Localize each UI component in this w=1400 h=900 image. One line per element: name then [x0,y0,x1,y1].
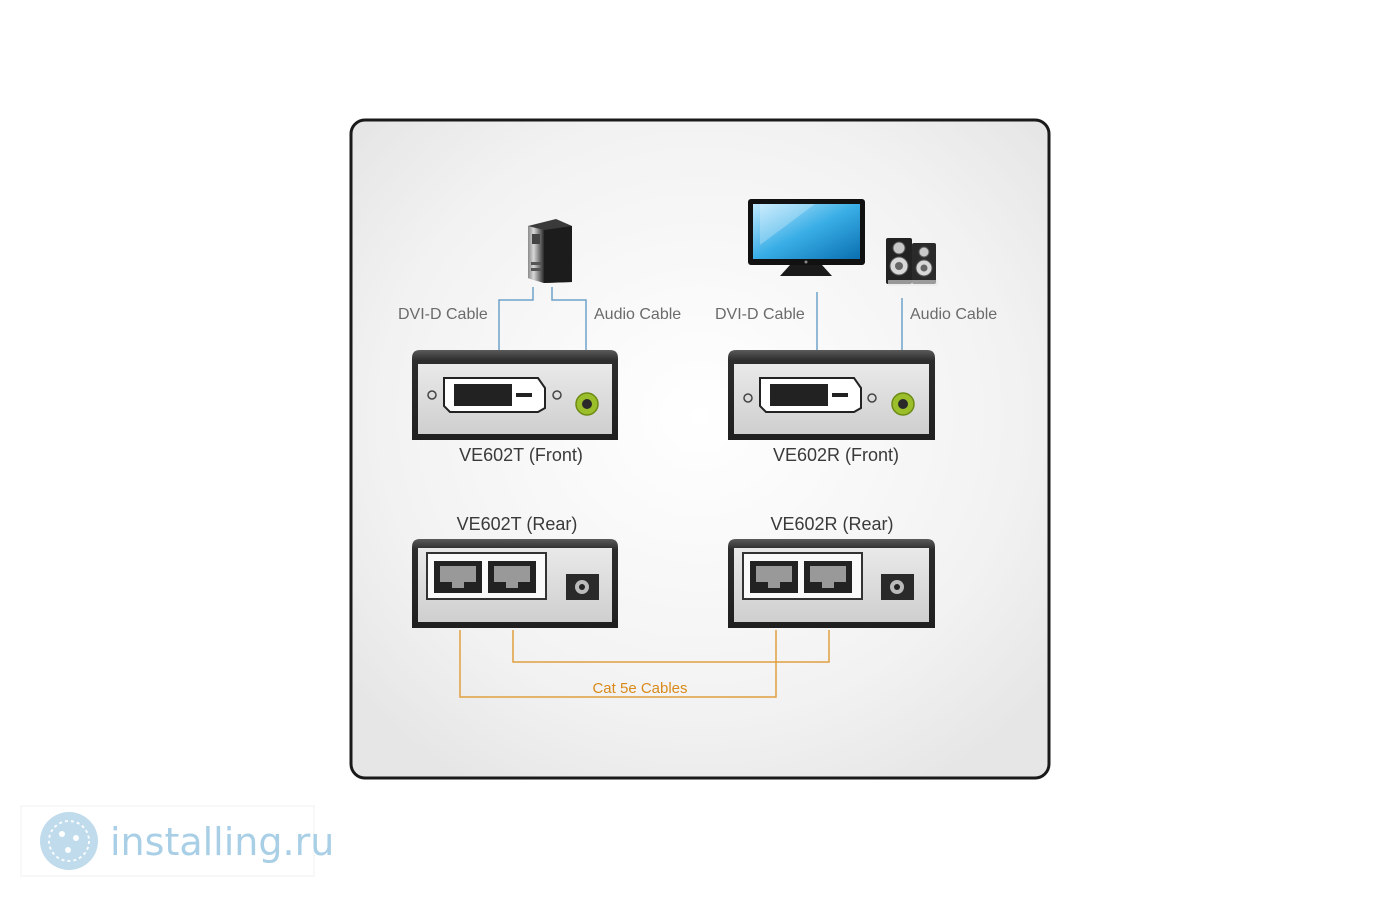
desktop-tower-icon [528,219,572,283]
dvi-port-icon [427,377,562,413]
rj45-port-icon [750,561,798,593]
rx-dvi-cable-label: DVI-D Cable [715,306,805,323]
rx-front-label: VE602R (Front) [773,445,899,465]
tx-audio-cable-label: Audio Cable [594,306,681,323]
installing-logo-icon [40,812,98,870]
tx-cable-lines [498,287,587,350]
rx-rear-unit [728,539,935,628]
rx-audio-cable-label: Audio Cable [910,306,997,323]
speakers-icon [886,238,938,286]
lcd-monitor-icon [748,199,865,276]
tx-rear-label: VE602T (Rear) [457,514,578,534]
rj45-port-icon [434,561,482,593]
cat5e-cables-label: Cat 5e Cables [592,680,687,697]
power-jack-icon [881,574,914,600]
audio-jack-icon [575,392,599,416]
rj45-port-icon [488,561,536,593]
audio-jack-icon [891,392,915,416]
rx-rear-label: VE602R (Rear) [770,514,893,534]
tx-front-unit [412,350,618,440]
dvi-port-icon [743,377,877,413]
power-jack-icon [566,574,599,600]
watermark-text: installing.ru [110,820,334,864]
tx-dvi-cable-label: DVI-D Cable [398,306,488,323]
diagram-panel [349,118,1051,780]
cat5e-cable-lines [459,630,830,698]
tx-rear-unit [412,539,618,628]
watermark: installing.ru [20,805,334,877]
rj45-port-icon [804,561,852,593]
tx-front-label: VE602T (Front) [459,445,583,465]
rx-front-unit [728,350,935,440]
